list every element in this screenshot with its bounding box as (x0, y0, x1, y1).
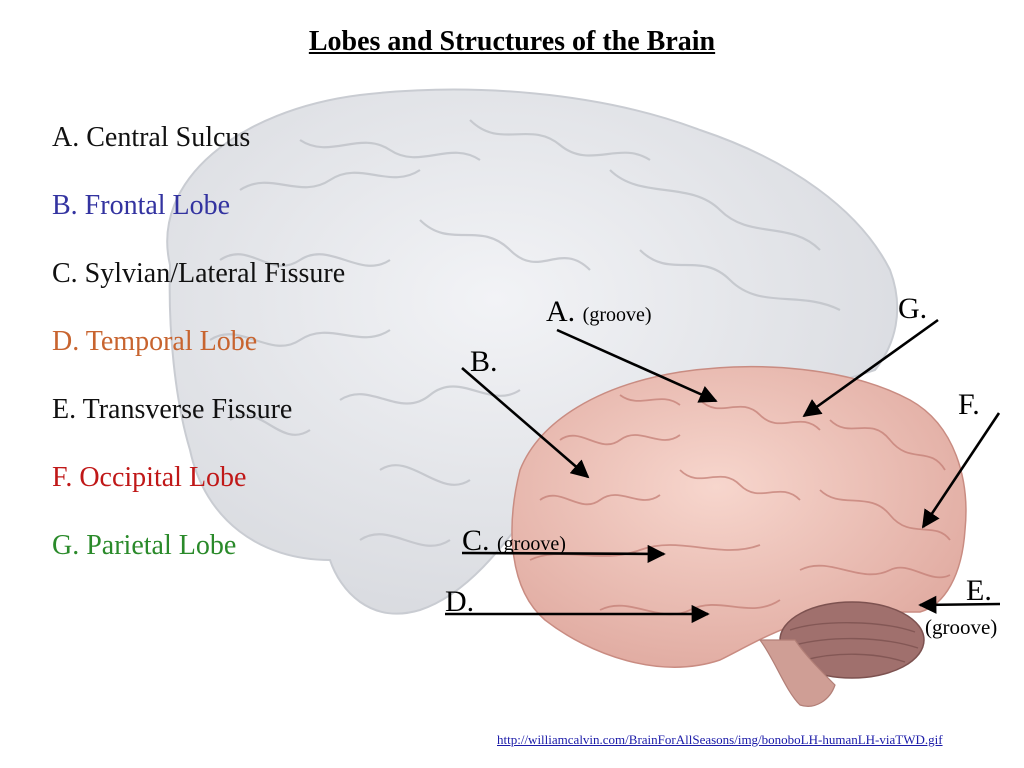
legend-item-central-sulcus: A. Central Sulcus (52, 122, 251, 153)
legend: A. Central Sulcus B. Frontal Lobe C. Syl… (52, 118, 345, 594)
legend-item-frontal-lobe: B. Frontal Lobe (52, 190, 231, 221)
callout-label-d: D. (445, 585, 475, 618)
callout-letter-a: A. (546, 295, 576, 328)
callout-note-e: (groove) (925, 615, 998, 639)
arrow-f (921, 412, 1001, 529)
callout-note-a: (groove) (582, 304, 652, 326)
legend-item-occipital-lobe: F. Occipital Lobe (52, 462, 247, 493)
arrow-g (802, 318, 939, 418)
callout-label-e: E. (966, 574, 992, 607)
page-title: Lobes and Structures of the Brain (308, 26, 716, 57)
arrow-c (461, 544, 666, 564)
legend-item-transverse-fissure: E. Transverse Fissure (52, 394, 293, 425)
legend-item-parietal-lobe: G. Parietal Lobe (52, 530, 237, 561)
callout-label-g: G. (898, 292, 928, 325)
cerebellum-folds (789, 622, 919, 663)
callout-letter-c: C. (462, 524, 490, 557)
callout-arrows (445, 318, 1001, 624)
legend-item-temporal-lobe: D. Temporal Lobe (52, 326, 258, 357)
arrow-a (556, 328, 718, 403)
callout-label-c: C. (groove) (462, 526, 566, 556)
arrow-e (918, 595, 1001, 614)
callout-note-c: (groove) (497, 533, 566, 555)
small-brain (511, 365, 967, 707)
legend-item-sylvian-fissure: C. Sylvian/Lateral Fissure (52, 258, 346, 289)
arrow-b (461, 367, 590, 479)
callout-label-a: A. (groove) (546, 297, 652, 327)
large-brain-outline (166, 88, 899, 615)
source-link[interactable]: http://williamcalvin.com/BrainForAllSeas… (497, 732, 943, 747)
brainstem (758, 639, 836, 707)
callout-label-b: B. (470, 345, 498, 378)
callout-label-f: F. (958, 388, 980, 421)
